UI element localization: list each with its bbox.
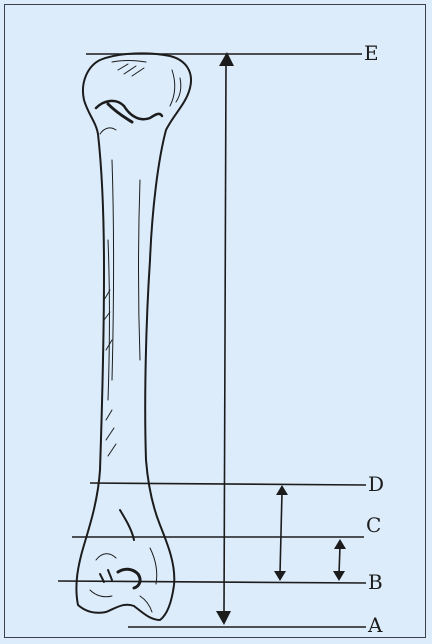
arrow-d-to-b [274, 485, 288, 581]
bone-icon [76, 53, 191, 620]
label-d: D [368, 472, 384, 496]
label-c: C [366, 513, 381, 537]
label-e: E [364, 41, 379, 65]
arrow-c-to-b [333, 539, 346, 581]
bone-head-notch [96, 101, 162, 119]
label-a: A [367, 613, 383, 637]
label-b: B [368, 570, 383, 594]
measurement-arrows [216, 52, 346, 625]
labels: E D C B A [364, 41, 384, 637]
bone-outline [76, 53, 191, 620]
arrow-e-to-a [216, 52, 234, 625]
line-d [90, 483, 366, 485]
